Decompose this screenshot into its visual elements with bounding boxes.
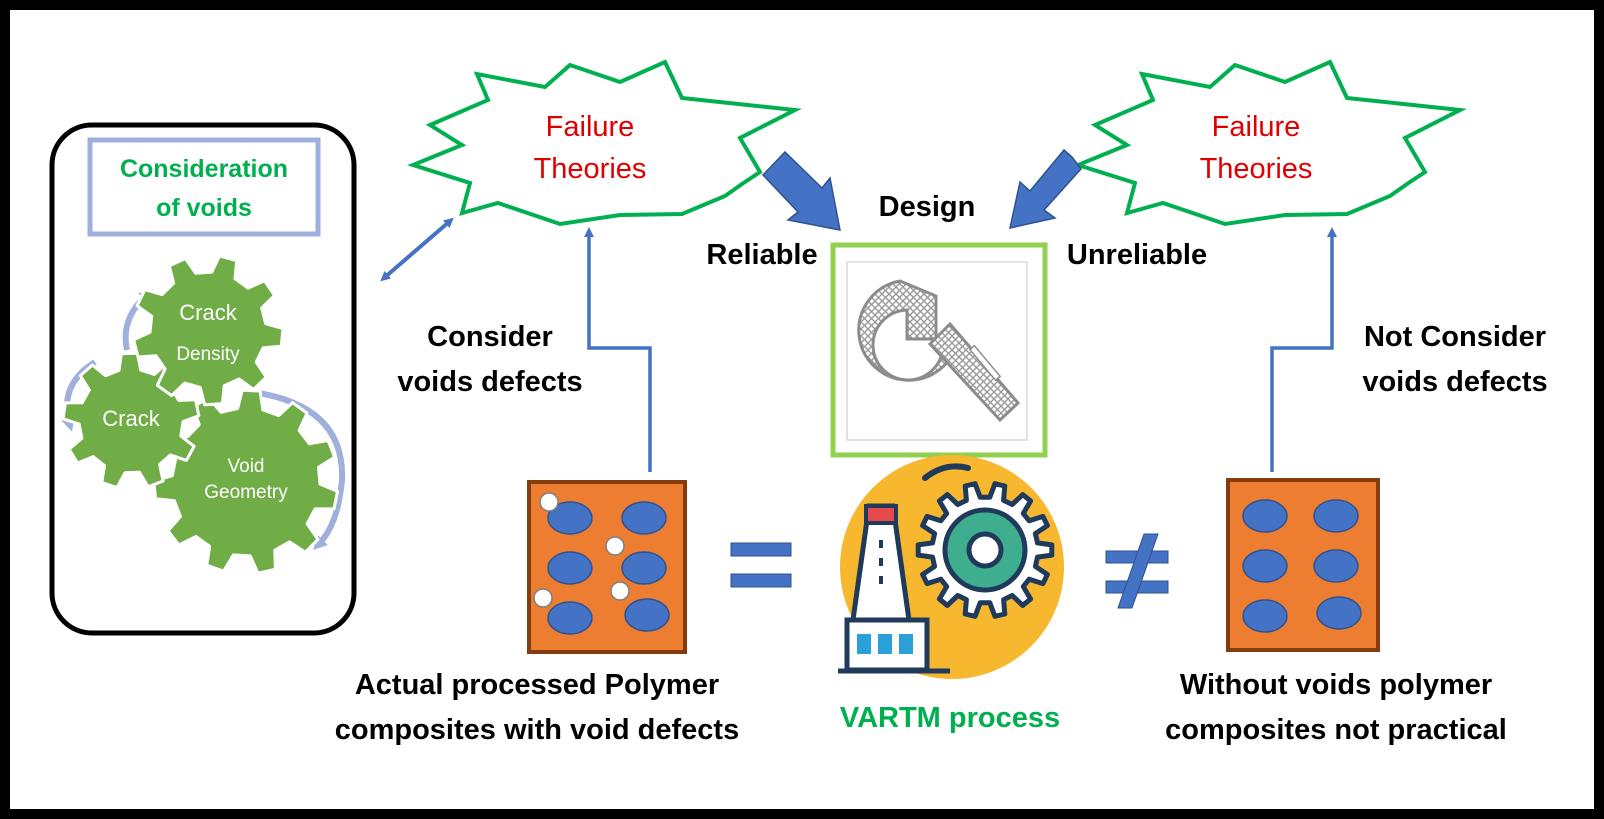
gear-label-crack-density-line1: Crack xyxy=(179,300,237,325)
design-unreliable-label: Unreliable xyxy=(1067,239,1207,271)
without-caption-line1: Without voids polymer xyxy=(1180,669,1492,701)
gear-label-crack-density-line2: Density xyxy=(176,344,240,365)
equals-sign xyxy=(730,542,792,588)
gear-label-void-geometry-line1: Void xyxy=(228,456,265,477)
composite-without-voids xyxy=(1226,478,1380,652)
consider-right-line1: Not Consider xyxy=(1364,321,1546,353)
void-bubble xyxy=(539,492,559,512)
factory-gear-icon xyxy=(838,455,1064,679)
void-bubble xyxy=(533,588,553,608)
design-title: Design xyxy=(879,191,976,223)
failure-burst-right xyxy=(1072,59,1467,227)
gear-label-void-geometry-line2: Geometry xyxy=(204,482,288,503)
gear-label-crack: Crack xyxy=(102,406,160,431)
design-reliable-label: Reliable xyxy=(706,239,817,271)
actual-caption-line2: composites with void defects xyxy=(335,714,739,746)
wrench-icon xyxy=(857,279,1021,423)
void-bubble xyxy=(605,536,625,556)
arrow-to-design-left xyxy=(761,150,841,231)
connector-consider-right xyxy=(1270,227,1337,472)
gear-shape xyxy=(132,254,285,407)
vartm-caption: VARTM process xyxy=(840,702,1060,734)
double-arrow xyxy=(380,217,454,282)
consider-left-line1: Consider xyxy=(427,321,553,353)
connector-consider-left xyxy=(584,227,652,472)
consider-left-line2: voids defects xyxy=(397,366,582,398)
void-bubble xyxy=(610,581,630,601)
composite-with-voids xyxy=(527,480,687,654)
voids-title-line2: of voids xyxy=(156,194,252,222)
consider-right-line2: voids defects xyxy=(1362,366,1547,398)
failure-right-line1: Failure xyxy=(1212,111,1301,143)
voids-title-line1: Consideration xyxy=(120,155,288,183)
failure-right-line2: Theories xyxy=(1200,153,1313,185)
gear-icon xyxy=(132,254,285,407)
failure-burst-left xyxy=(407,59,802,227)
failure-left-line1: Failure xyxy=(546,111,635,143)
failure-left-line2: Theories xyxy=(534,153,647,185)
not-equal-sign xyxy=(1105,533,1169,609)
arrow-to-design-right xyxy=(1009,148,1082,229)
voids-title-box xyxy=(87,137,321,237)
actual-caption-line1: Actual processed Polymer xyxy=(355,669,719,701)
without-caption-line2: composites not practical xyxy=(1165,714,1507,746)
